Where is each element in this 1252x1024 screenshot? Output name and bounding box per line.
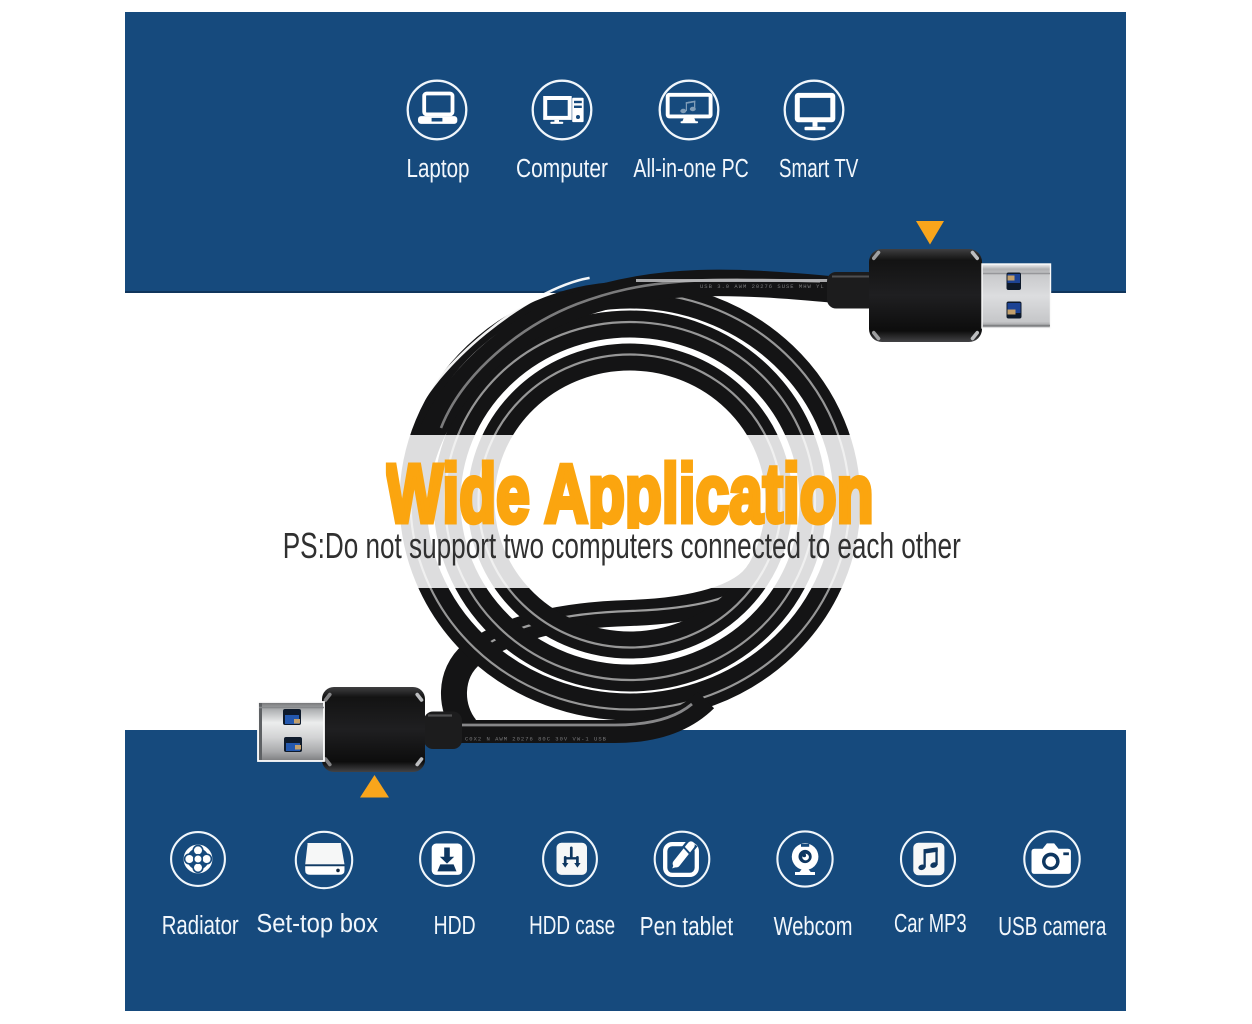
svg-text:USB 3.0 AWM 20276 SUSE MHW YL: USB 3.0 AWM 20276 SUSE MHW YL E203689 [700, 283, 859, 290]
svg-text:C0X2 N AWM 20276 80C 30V VW-1: C0X2 N AWM 20276 80C 30V VW-1 USB [465, 736, 607, 743]
